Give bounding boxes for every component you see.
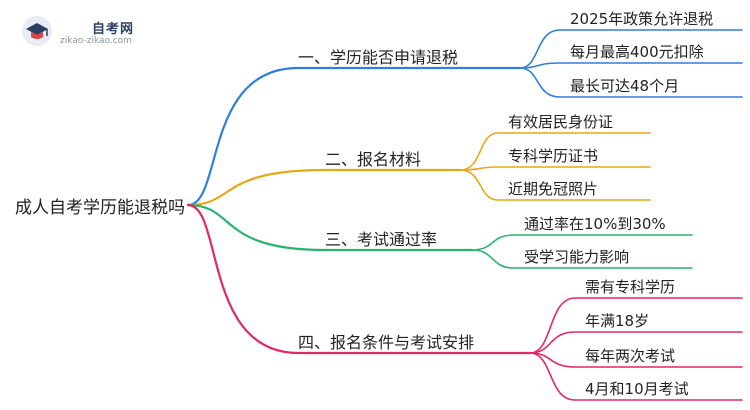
branch-node-4: 四、报名条件与考试安排 [298, 333, 475, 352]
leaf-link-1-2 [519, 62, 743, 69]
branch-node-1: 一、学历能否申请退税 [298, 48, 459, 67]
leaf-node: 每年两次考试 [585, 347, 676, 365]
leaf-link-3-1 [471, 234, 693, 251]
leaf-node: 有效居民身份证 [508, 113, 614, 131]
branch-link-4 [186, 203, 532, 355]
leaf-node: 4月和10月考试 [585, 380, 689, 398]
leaf-link-4-2 [529, 331, 743, 354]
branch-link-2 [186, 168, 462, 207]
graduation-cap-icon [22, 16, 52, 46]
leaf-node: 年满18岁 [585, 312, 650, 330]
root-node: 成人自考学历能退税吗 [15, 198, 185, 218]
site-logo[interactable]: 自考网 zikao-zikao.com [22, 14, 162, 54]
leaf-link-4-3 [529, 352, 743, 368]
leaf-link-1-3 [519, 67, 743, 98]
leaf-link-2-2 [459, 166, 651, 171]
logo-url: zikao-zikao.com [60, 36, 132, 46]
branch-node-3: 三、考试通过率 [325, 230, 438, 249]
leaf-link-4-1 [529, 297, 743, 354]
leaf-link-2-1 [459, 132, 651, 171]
branch-link-1 [186, 66, 522, 207]
leaf-node: 通过率在10%到30% [524, 215, 666, 233]
leaf-node: 专科学历证书 [508, 147, 599, 165]
leaf-link-3-2 [471, 249, 693, 269]
leaf-link-2-3 [459, 169, 651, 201]
leaf-node: 需有专科学历 [585, 278, 676, 296]
leaf-link-1-1 [519, 29, 743, 69]
branch-link-3 [186, 203, 474, 252]
branch-node-2: 二、报名材料 [325, 150, 422, 169]
leaf-node: 受学习能力影响 [524, 248, 630, 266]
leaf-node: 每月最高400元扣除 [570, 43, 704, 61]
leaf-node: 近期免冠照片 [508, 180, 599, 198]
leaf-node: 2025年政策允许退税 [570, 10, 714, 28]
leaf-link-4-4 [529, 352, 743, 401]
logo-name: 自考网 [92, 22, 135, 37]
leaf-node: 最长可达48个月 [570, 77, 680, 95]
